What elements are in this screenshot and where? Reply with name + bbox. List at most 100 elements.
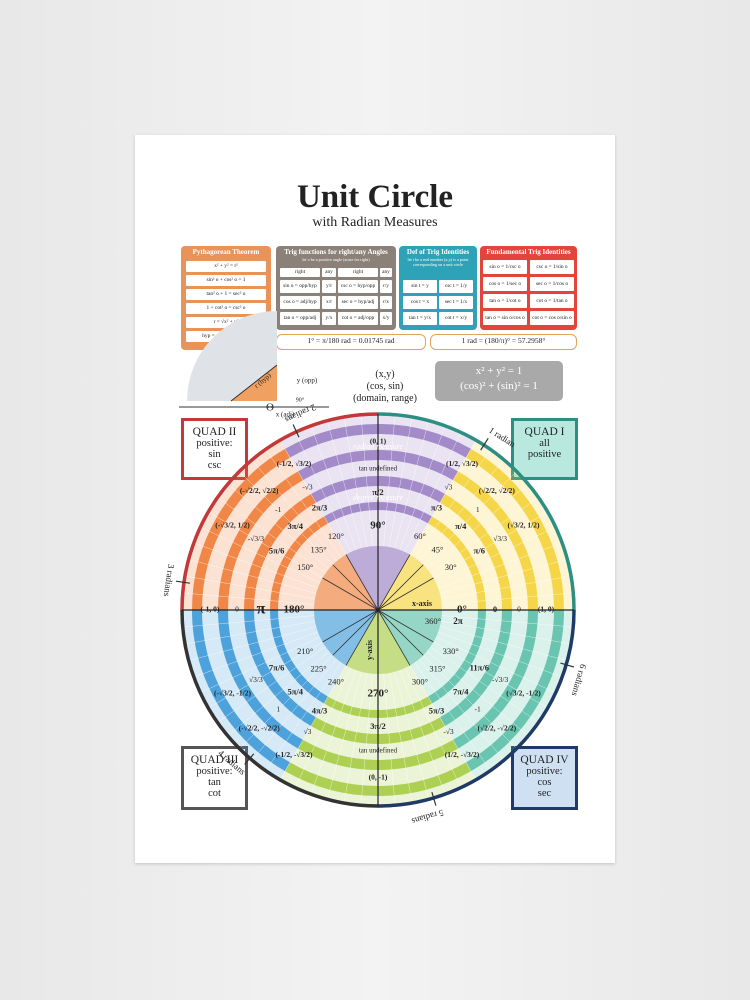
grid-tick: [438, 542, 563, 589]
legend-xy: (x,y): [375, 369, 395, 380]
radian-label: 2π/3: [312, 503, 328, 513]
identity-cell: cot t = x/y: [439, 312, 473, 325]
ring-band: [464, 610, 486, 664]
ring-band: [378, 717, 445, 744]
degree-label: 30°: [445, 562, 457, 572]
deg-to-rad-conversion: 1° = π/180 rad = 0.01745 rad: [276, 334, 426, 350]
x-axis-label: x-axis: [412, 599, 432, 608]
grid-tick: [327, 420, 362, 549]
grid-tick: [360, 414, 373, 547]
inner-sector: [314, 578, 378, 610]
coordinate-label: (√2/2, √2/2): [479, 486, 516, 495]
degree-label: 240°: [328, 677, 344, 687]
radian-label: 5π/3: [429, 705, 445, 715]
inner-sector: [378, 610, 442, 642]
quadrant-rim-arc: [180, 609, 379, 808]
grid-tick: [188, 626, 317, 661]
degree-label: 120°: [328, 531, 344, 541]
grid-tick: [418, 459, 505, 562]
pythagorean-row: r = √x² + y²: [186, 317, 266, 328]
quad-iii-label: QUAD III: [190, 754, 239, 766]
radian-marker-label: 5 radians: [410, 808, 445, 827]
degree-label: 315°: [429, 663, 445, 673]
fundamental-cell: tan o = 1/cot o: [483, 294, 527, 308]
grid-tick: [208, 511, 323, 579]
def-identities-title: Def of Trig Identities: [406, 248, 470, 256]
degree-label: 90°: [370, 520, 385, 532]
grid-tick: [439, 559, 568, 594]
radian-label: 3π/2: [370, 721, 386, 731]
ring-band: [285, 762, 378, 796]
quad-i-label: QUAD I: [524, 426, 565, 438]
ring-band: [485, 543, 512, 610]
pythagorean-row: tan² o + 1 = sec² o: [186, 289, 266, 300]
quadrant-rim-arc: [377, 609, 576, 808]
grid-tick: [433, 641, 548, 709]
grid-tick: [435, 636, 556, 694]
trig-cell: csc o = hyp/opp: [338, 280, 378, 293]
ring-band: [507, 530, 538, 610]
fundamental-identities-panel: Fundamental Trig Identities sin o = 1/cs…: [480, 246, 577, 330]
angle-spoke: [332, 609, 379, 656]
grid-tick: [265, 662, 342, 771]
tan-label: -1: [475, 704, 481, 713]
tan-label: 0: [517, 605, 521, 614]
grid-tick: [279, 440, 347, 555]
tan-label: √3: [304, 727, 312, 736]
grid-tick: [404, 667, 462, 788]
angle-spoke: [345, 554, 379, 611]
coordinate-label: (√2/2, -√2/2): [477, 724, 516, 733]
radian-marker-tick: [244, 753, 255, 765]
grid-tick: [394, 420, 429, 549]
tan-label: -√3/3: [492, 675, 508, 684]
ring-band: [485, 610, 512, 677]
fundamental-cell: tan o = sin o/cos o: [483, 311, 527, 325]
quad-iii-line: cot: [208, 788, 221, 799]
radian-label: π/6: [474, 545, 485, 555]
degree-label: 330°: [443, 646, 459, 656]
tan-label: tan undefined: [359, 465, 398, 473]
fundamental-title: Fundamental Trig Identities: [486, 248, 571, 256]
radian-marker-label: 6 radians: [570, 663, 589, 698]
grid-tick: [404, 432, 462, 553]
ring-band: [378, 450, 458, 481]
ring-band: [244, 610, 271, 677]
grid-tick: [327, 671, 362, 800]
ring-band: [378, 762, 471, 796]
grid-tick: [184, 575, 316, 600]
identity-line: x² + y² = 1: [475, 365, 523, 377]
grid-tick: [182, 615, 315, 628]
inner-sector: [346, 610, 378, 674]
grid-tick: [394, 671, 429, 800]
trig-cell: r/x: [380, 296, 392, 309]
grid-tick: [208, 641, 323, 709]
coordinate-label: (-1, 0): [201, 605, 220, 614]
quad-iii-line: positive:: [196, 766, 233, 777]
identity-cell: cos t = x: [403, 296, 437, 309]
trig-functions-title: Trig functions for right/any Angles: [284, 248, 388, 256]
coordinate-label: (1, 0): [538, 605, 555, 614]
grid-tick: [251, 459, 338, 562]
quadrant-rim-arc: [180, 412, 379, 611]
radian-marker-tick: [175, 580, 190, 584]
ring-band: [378, 424, 471, 458]
ring-band: [192, 517, 226, 610]
ring-band: [311, 717, 378, 744]
degree-measure-label: degree measure: [353, 493, 404, 502]
fundamental-cell: csc o = 1/sin o: [530, 260, 574, 274]
grid-tick: [227, 483, 330, 570]
grid-tick: [182, 592, 315, 605]
pythagorean-identity-box: x² + y² = 1 (cos)² + (sin)² = 1: [435, 361, 563, 401]
adj-label: x (adj): [276, 411, 295, 419]
quad-iv-label: QUAD IV: [520, 754, 569, 766]
opp-label: y (opp): [297, 377, 318, 385]
grid-tick: [227, 650, 330, 737]
grid-tick: [343, 416, 368, 548]
angle-spoke: [322, 609, 379, 643]
degree-360-label: 360°: [425, 616, 441, 626]
ring-band: [270, 610, 292, 664]
coordinate-label: (√3/2, -1/2): [506, 689, 541, 698]
angle-spoke: [377, 609, 411, 666]
ring-band: [244, 543, 271, 610]
tan-label: √3/3: [493, 534, 507, 543]
